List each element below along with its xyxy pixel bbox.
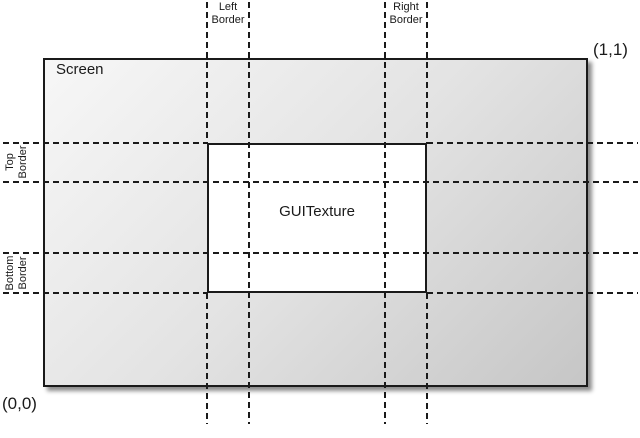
left-border-label: Left Border: [207, 1, 249, 27]
right-border-line-2-top: [426, 2, 428, 143]
right-border-label: Right Border: [385, 1, 427, 27]
bottom-border-label-line1: Bottom: [4, 255, 16, 291]
top-border-label: Top Border: [4, 139, 34, 185]
screen-label: Screen: [56, 61, 104, 78]
top-border-line-1-left: [3, 142, 207, 144]
bottom-border-label: Bottom Border: [4, 250, 34, 296]
bottom-border-line-1: [3, 252, 638, 254]
top-border-line-1-right: [427, 142, 638, 144]
guitexture-rect: [207, 143, 427, 293]
bottom-border-line-2-right: [427, 292, 638, 294]
left-border-label-line1: Left: [218, 1, 238, 13]
left-border-line-2: [248, 2, 250, 424]
bottom-border-label-line2: Border: [17, 256, 29, 290]
left-border-label-line2: Border: [211, 14, 245, 26]
top-border-label-line2: Border: [17, 145, 29, 179]
left-border-line-1-top: [206, 2, 208, 143]
guitexture-label: GUITexture: [279, 203, 355, 220]
left-border-line-1-bottom: [206, 293, 208, 424]
right-border-label-line1: Right: [393, 1, 419, 13]
coord-top-right: (1,1): [593, 40, 628, 59]
coord-bottom-left: (0,0): [2, 394, 37, 413]
top-border-label-line1: Top: [4, 153, 16, 171]
top-border-line-2: [3, 181, 638, 183]
right-border-label-line2: Border: [389, 14, 423, 26]
right-border-line-2-bottom: [426, 293, 428, 424]
right-border-line-1: [384, 2, 386, 424]
bottom-border-line-2-left: [3, 292, 207, 294]
